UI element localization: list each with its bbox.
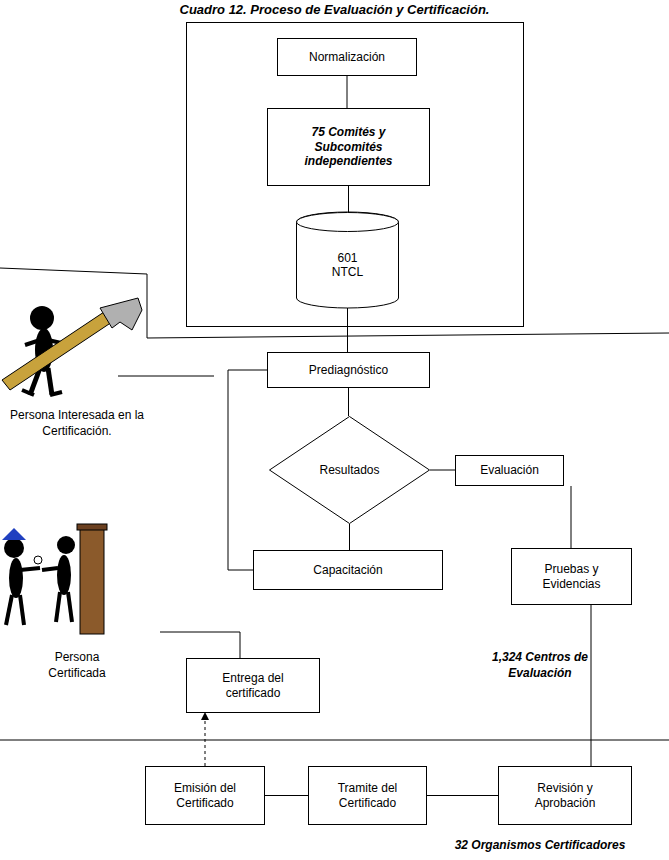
process-box: Pruebas y Evidencias	[511, 548, 632, 605]
node-text: Entrega del certificado	[208, 671, 298, 700]
node-text: Prediagnóstico	[309, 363, 388, 377]
node-text: 601 NTCL	[326, 251, 370, 280]
connector-line	[571, 486, 572, 548]
node-text: Pruebas y Evidencias	[532, 562, 612, 591]
process-box: Evaluación	[455, 455, 564, 486]
decision-diamond: Resultados	[269, 416, 430, 524]
node-text: Capacitación	[313, 563, 382, 577]
node-text: 75 Comités y Subcomités independientes	[296, 125, 401, 168]
process-box: Prediagnóstico	[267, 352, 430, 388]
connector-line	[591, 605, 592, 766]
process-box: Tramite del Certificado	[308, 766, 427, 825]
zone-divider	[0, 740, 669, 741]
diagram-title: Cuadro 12. Proceso de Evaluación y Certi…	[0, 2, 669, 17]
leader-line	[118, 376, 214, 377]
annotation-note: 32 Organismos Certificadores	[420, 838, 660, 854]
process-box: Normalización	[277, 38, 417, 76]
database-cylinder: 601 NTCL	[296, 212, 399, 308]
annotation-note: 1,324 Centros de Evaluación	[488, 650, 592, 681]
connector-line	[348, 186, 349, 212]
figure-caption: Persona Certificada	[30, 650, 124, 681]
worker-figure	[2, 298, 142, 395]
node-text: Revisión y Aprobación	[525, 781, 605, 810]
figure-caption: Persona Interesada en la Certificación.	[8, 408, 146, 439]
process-box: Capacitación	[253, 550, 443, 590]
process-box: Revisión y Aprobación	[498, 766, 632, 825]
connector-line	[347, 308, 348, 352]
process-box: 75 Comités y Subcomités independientes	[267, 108, 430, 186]
connector-line	[265, 795, 308, 796]
connector-line	[349, 524, 350, 550]
connector-line	[228, 370, 267, 570]
node-text: Tramite del Certificado	[325, 781, 410, 810]
certified-figures	[2, 524, 107, 634]
node-text: Resultados	[319, 463, 379, 477]
node-text: Evaluación	[480, 463, 539, 477]
connector-line	[427, 795, 498, 796]
node-text: Emisión del Certificado	[163, 781, 248, 810]
leader-line	[160, 632, 240, 658]
normalization-frame	[187, 23, 524, 327]
connector-line	[347, 76, 348, 108]
connector-line	[205, 713, 206, 766]
node-text: Normalización	[309, 50, 385, 64]
process-box: Entrega del certificado	[186, 658, 320, 713]
connector-line	[430, 470, 455, 471]
process-box: Emisión del Certificado	[145, 766, 265, 825]
connector-line	[348, 388, 349, 416]
